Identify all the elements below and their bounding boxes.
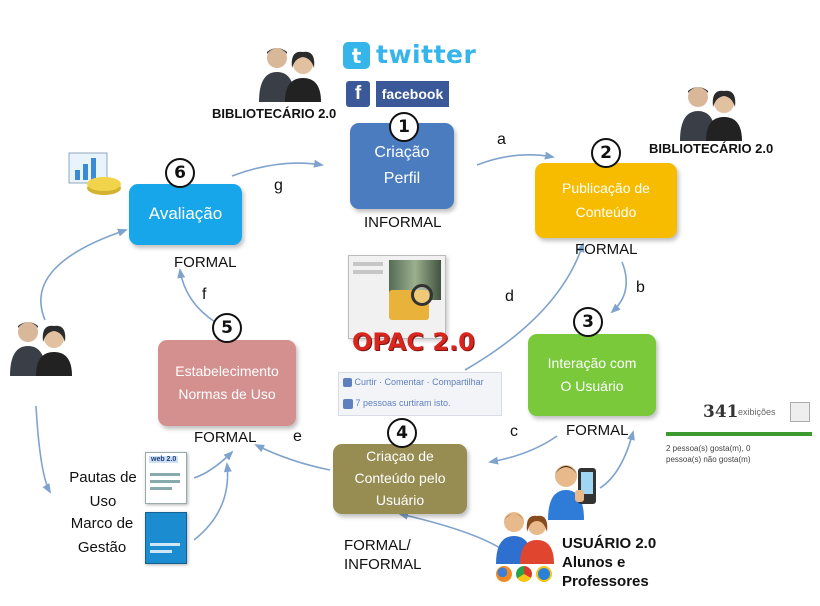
tag-formal-3: FORMAL [566,422,629,439]
marco-label: Marco de Gestão [70,515,134,556]
views-unit: exibições [738,407,776,417]
comentar-link[interactable]: Comentar [384,377,425,387]
views-stats-widget: 341 exibições 2 pessoa(s) gosta(m), 0 pe… [666,396,814,472]
views-count: 341 [703,402,739,422]
tag-informal-1: INFORMAL [364,214,442,231]
twitter-logo: t twitter [343,40,476,72]
mobile-user-icon [548,465,596,520]
arrow-c [488,435,558,465]
ie-icon [536,566,552,582]
pautas-document-icon: web 2.0 [145,452,187,504]
curtir-link[interactable]: Curtir [354,377,377,387]
arrow-f [177,268,216,323]
edge-label-g: g [274,177,283,194]
arrow-marco [193,462,232,541]
arrow-pautas [193,450,234,479]
node-criacao-conteudo-usuario: Criaçao de Conteúdo pelo Usuário [333,444,467,514]
arrow-user-to-3 [599,430,635,489]
tag-formal-2: FORMAL [575,241,638,258]
actor-bibliotecario-right: BIBLIOTECÁRIO 2.0 [649,141,774,156]
people-pair-icon [10,322,72,376]
step-number-2: 2 [591,138,621,168]
arrow-user-to-4 [398,511,501,549]
edge-label-c: c [510,423,518,440]
step-number-6: 6 [165,158,195,188]
edge-label-e: e [293,428,302,445]
step-number-4: 4 [387,418,417,448]
rating-bar [666,432,812,436]
chrome-icon [516,566,532,582]
pautas-label: Pautas de Uso [69,469,137,510]
node-estabelecimento-normas: Estabelecimento Normas de Uso [158,340,296,426]
twitter-wordmark: twitter [376,40,477,69]
step-number-3: 3 [573,307,603,337]
opac-screenshot-icon [348,255,446,339]
fb-like-widget: Curtir · Comentar · Compartilhar 7 pesso… [338,372,502,416]
facebook-wordmark: facebook [376,81,449,107]
browser-icons [496,566,554,584]
arrow-d [464,242,585,371]
marco-document-icon [145,512,187,564]
opac-label: OPAC 2.0 [352,328,475,356]
thumb-up-icon [343,398,353,409]
node-publicacao-conteudo: Publicação de Conteúdo [535,163,677,238]
node-interacao-usuario: Interação com O Usuário [528,334,656,416]
arrow-left-up [40,228,128,321]
chart-screen-icon [68,152,121,195]
firefox-icon [496,566,512,582]
actor-bibliotecario-top: BIBLIOTECÁRIO 2.0 [212,106,337,121]
tag-formal-6: FORMAL [174,254,237,271]
node-avaliacao: Avaliação [129,184,242,245]
arrow-a [476,151,555,166]
step-number-1: 1 [389,112,419,142]
edge-label-a: a [497,131,506,148]
students-pair-icon [496,512,554,564]
twitter-logo-icon: t [343,42,370,69]
edge-label-b: b [636,279,645,296]
arrow-left-down [35,405,52,494]
step-number-5: 5 [212,313,242,343]
arrow-g [231,159,324,177]
tag-formal-informal-4: FORMAL/ INFORMAL [344,537,422,573]
arrow-b [610,261,628,314]
actor-usuario: USUÁRIO 2.0 Alunos e Professores [562,535,657,590]
people-pair-icon [680,87,742,141]
edge-label-f: f [202,286,207,303]
compartilhar-link[interactable]: Compartilhar [432,377,484,387]
facebook-logo: f facebook [346,81,450,109]
like-thumb-icon [343,378,352,388]
edge-label-d: d [505,288,514,305]
likes-count-text: 7 pessoas curtiram isto. [355,398,451,408]
people-pair-icon [259,48,321,102]
chart-mini-icon [790,402,810,422]
facebook-logo-icon: f [346,81,370,107]
arrow-e [254,444,331,471]
tag-formal-5: FORMAL [194,429,257,446]
